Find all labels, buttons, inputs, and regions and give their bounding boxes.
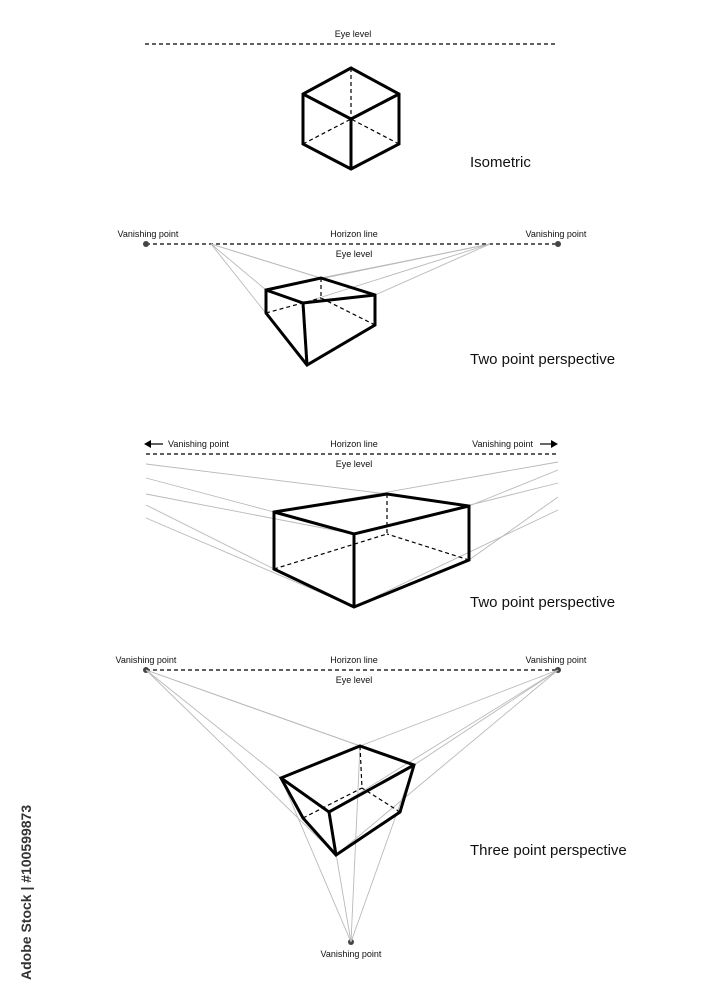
two-point-figure-a: Vanishing point Vanishing point Horizon … xyxy=(118,229,616,368)
two-point-b-title: Two point perspective xyxy=(470,594,615,611)
isometric-figure: Eye level Isometric xyxy=(145,29,557,171)
three-point-horizon-label: Horizon line xyxy=(330,655,378,665)
two-point-a-box xyxy=(264,276,377,367)
three-point-vp-right-label: Vanishing point xyxy=(526,655,587,665)
left-arrow-icon xyxy=(144,440,163,448)
isometric-title: Isometric xyxy=(470,154,531,171)
two-point-b-vp-left-label: Vanishing point xyxy=(168,439,229,449)
two-point-a-eye-level-label: Eye level xyxy=(336,249,373,259)
right-arrow-icon xyxy=(540,440,558,448)
two-point-a-title: Two point perspective xyxy=(470,351,615,368)
two-point-figure-b: Vanishing point Horizon line Vanishing p… xyxy=(144,439,615,611)
two-point-b-eye-level-label: Eye level xyxy=(336,459,373,469)
isometric-cube xyxy=(301,66,401,171)
three-point-eye-level-label: Eye level xyxy=(336,675,373,685)
two-point-b-vp-right-label: Vanishing point xyxy=(472,439,533,449)
stock-watermark: Adobe Stock | #100599873 xyxy=(18,805,34,980)
isometric-eye-level-label: Eye level xyxy=(335,29,372,39)
two-point-a-construction-lines xyxy=(210,243,491,366)
three-point-title: Three point perspective xyxy=(470,842,627,859)
three-point-vp-left-label: Vanishing point xyxy=(116,655,177,665)
two-point-a-horizon-label: Horizon line xyxy=(330,229,378,239)
two-point-b-horizon-label: Horizon line xyxy=(330,439,378,449)
two-point-a-vp-left-label: Vanishing point xyxy=(118,229,179,239)
three-point-vp-bottom-label: Vanishing point xyxy=(321,949,382,959)
two-point-a-vp-right-label: Vanishing point xyxy=(526,229,587,239)
three-point-construction-lines xyxy=(145,669,559,943)
three-point-box xyxy=(278,744,416,857)
two-point-a-vp-left-dot xyxy=(143,241,149,247)
two-point-a-vp-right-dot xyxy=(555,241,561,247)
two-point-b-box xyxy=(272,492,471,609)
three-point-figure: Vanishing point Vanishing point Horizon … xyxy=(116,655,627,959)
